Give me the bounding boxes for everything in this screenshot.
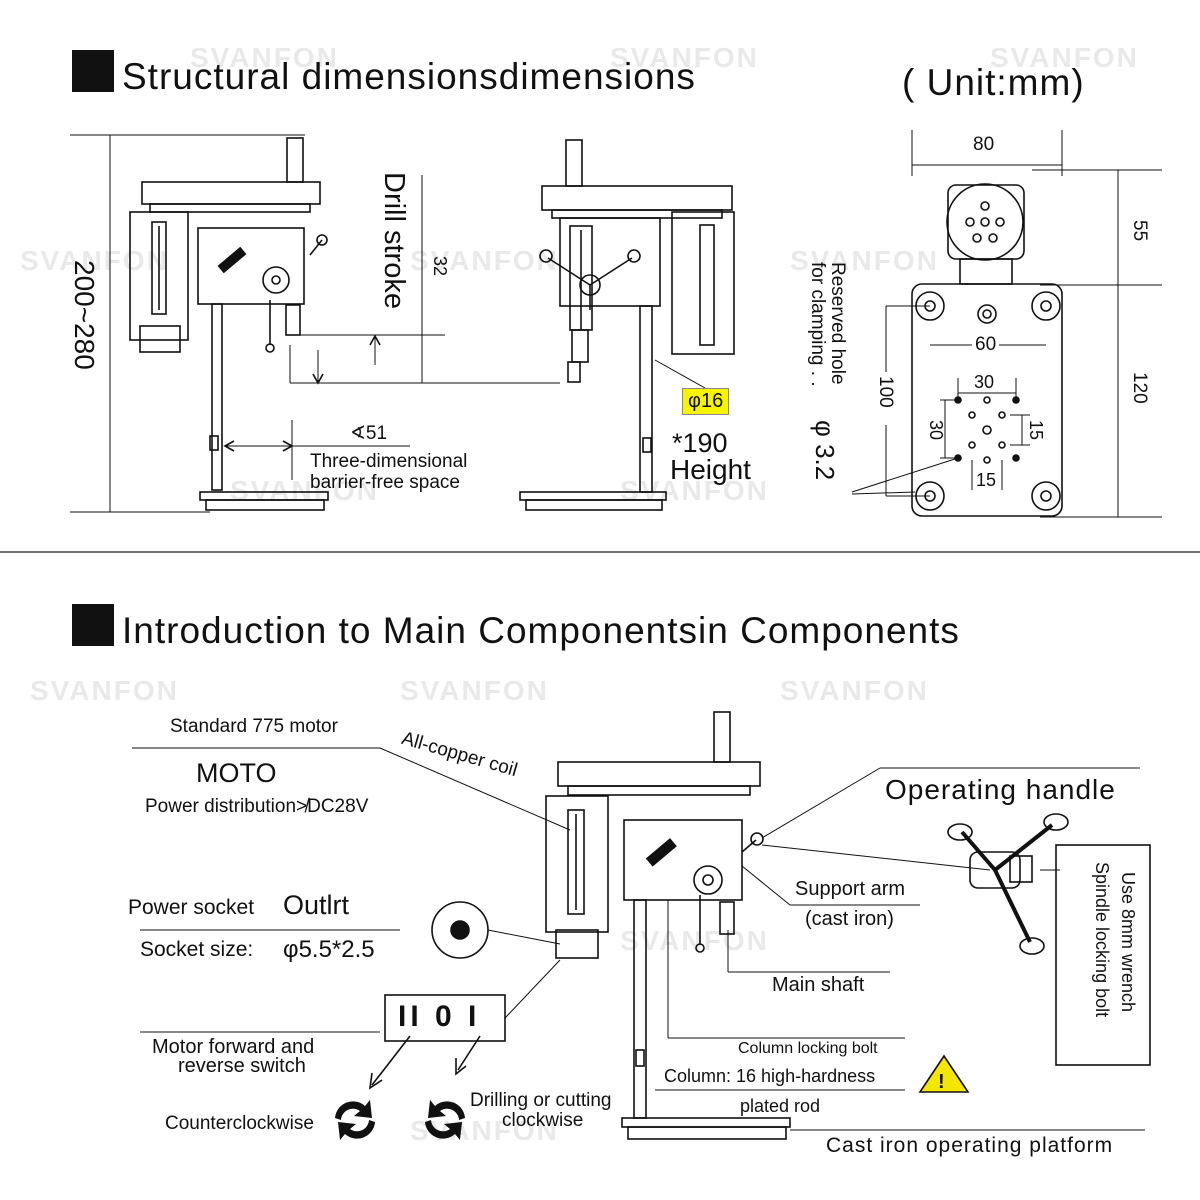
socket-size-label: Socket size: (140, 938, 254, 961)
watermark: SVANFON (620, 475, 769, 506)
switch-symbol: II 0 I (398, 1000, 481, 1033)
column-diameter-badge: φ16 (682, 388, 730, 415)
main-shaft-label: Main shaft (772, 974, 865, 996)
space-dim-value: ∢51 (350, 423, 388, 444)
switch-label-line2: reverse switch (178, 1055, 306, 1077)
moto-label: MOTO (196, 758, 277, 788)
motor-label: Standard 775 motor (170, 716, 338, 737)
platform-label: Cast iron operating platform (826, 1134, 1114, 1157)
section-title-components: Introduction to Main Componentsin Compon… (122, 610, 960, 651)
drill-stroke-label: Drill stroke (378, 172, 410, 309)
wrench-label-line2: Spindle locking bolt (1092, 862, 1112, 1018)
watermark: SVANFON (790, 245, 939, 276)
section-marker (72, 604, 114, 646)
watermark: SVANFON (620, 925, 769, 956)
dim-120: 120 (1129, 372, 1150, 404)
dim-15-vertical: 15 (1026, 420, 1046, 441)
socket-size-value: φ5.5*2.5 (283, 936, 375, 963)
height-range-dim: 200~280 (69, 260, 100, 370)
column-label-line1: Column: 16 high-hardness (664, 1066, 876, 1086)
dim-60: 60 (972, 334, 1000, 356)
height-value: *190 (672, 428, 728, 458)
watermark: SVANFON (230, 475, 379, 506)
outlet-label: Outlrt (283, 890, 350, 920)
column-label-line2: plated rod (740, 1096, 821, 1116)
svg-text:!: ! (938, 1071, 945, 1093)
support-arm-material: (cast iron) (805, 908, 894, 930)
wrench-label-line1: Use 8mm wrench (1118, 872, 1138, 1013)
operating-handle-label: Operating handle (885, 774, 1116, 805)
section-marker (72, 50, 114, 92)
hole-diameter: φ 3.2 (810, 420, 840, 481)
dim-100: 100 (875, 376, 896, 408)
power-socket-label: Power socket (128, 896, 255, 919)
dim-15-horizontal: 15 (976, 470, 997, 490)
reserved-hole-line2: for clamping . . (807, 262, 828, 387)
watermark: SVANFON (410, 245, 559, 276)
clockwise-label-line2: clockwise (502, 1110, 584, 1131)
height-label: Height (670, 454, 751, 485)
watermark: SVANFON (400, 675, 549, 706)
switch-label-line1: Motor forward and (152, 1036, 315, 1058)
reserved-hole-line1: Reserved hole (827, 262, 848, 385)
power-distribution-label: Power distribution≯DC28V (145, 796, 369, 817)
watermark: SVANFON (610, 42, 759, 73)
watermark: SVANFON (190, 42, 339, 73)
watermark: SVANFON (780, 675, 929, 706)
space-label-line1: Three-dimensional (310, 451, 468, 472)
dim-30-horizontal: 30 (974, 372, 995, 392)
clockwise-label-line1: Drilling or cutting (470, 1090, 612, 1111)
support-arm-label: Support arm (795, 878, 906, 900)
unit-label: ( Unit:mm) (902, 62, 1085, 103)
dim-55: 55 (1129, 220, 1150, 242)
space-label-line2: barrier-free space (310, 472, 460, 493)
counterclockwise-label: Counterclockwise (165, 1113, 314, 1134)
watermark: SVANFON (990, 42, 1139, 73)
column-locking-bolt-label: Column locking bolt (738, 1040, 878, 1057)
dim-30-vertical: 30 (926, 420, 946, 441)
watermark: SVANFON (20, 245, 169, 276)
section-title-structural: Structural dimensionsdimensions (122, 56, 696, 97)
drill-stroke-value: 32 (430, 256, 450, 277)
dim-80: 80 (973, 134, 995, 155)
watermark: SVANFON (30, 675, 179, 706)
